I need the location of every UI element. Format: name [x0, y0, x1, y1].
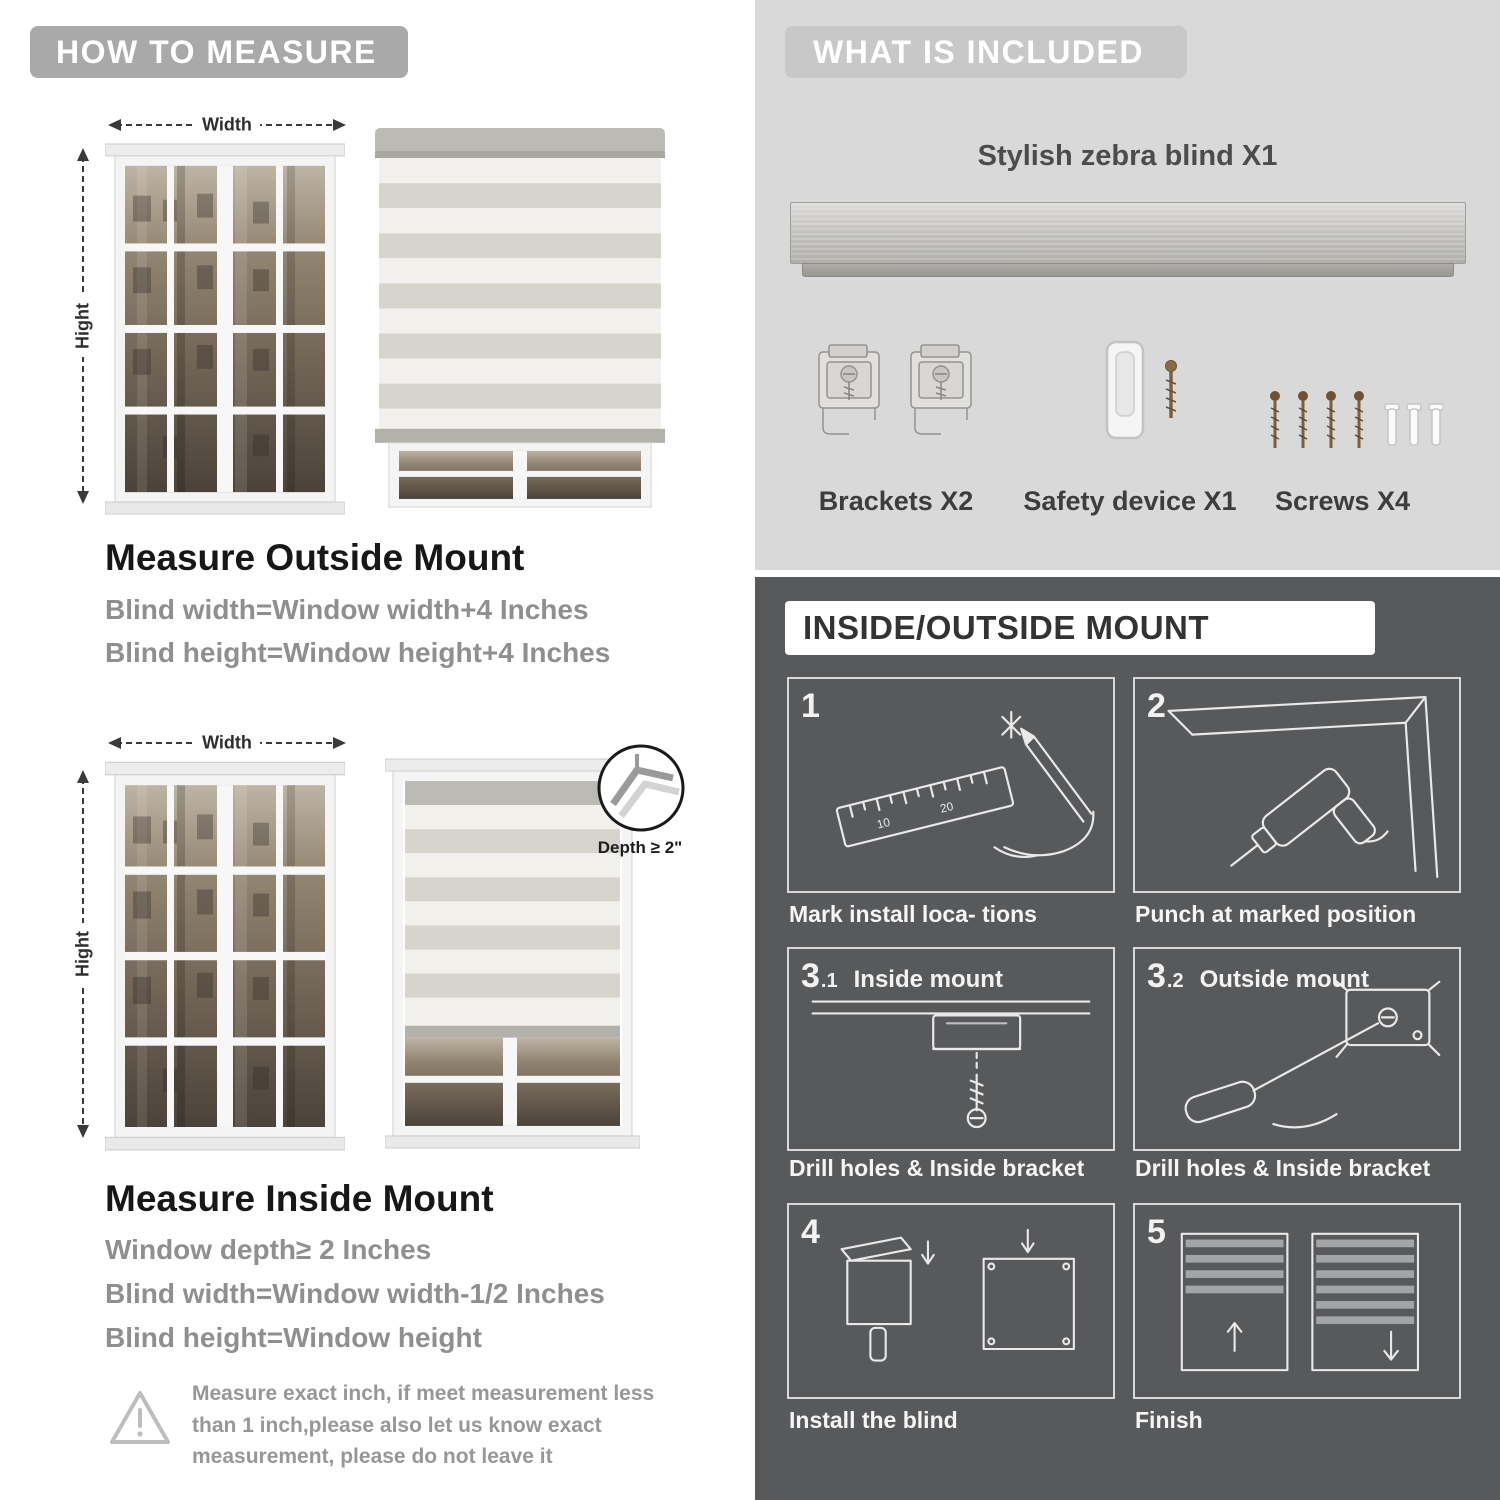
step-number: 4: [801, 1213, 820, 1251]
inside-depth-formula: Window depth≥ 2 Inches: [105, 1234, 432, 1265]
step-panel-3-1: 3 .1 Inside mount: [787, 947, 1115, 1151]
outside-mount-heading: Measure Outside Mount: [105, 537, 525, 578]
height-dimension-inside: Hight: [70, 768, 96, 1140]
install-blind-illustration: [840, 1228, 1075, 1362]
corner-depth-magnifier-icon: [597, 744, 685, 832]
step-panel-4: 4: [787, 1203, 1115, 1399]
inside-outside-mount-banner: INSIDE/OUTSIDE MOUNT: [785, 601, 1375, 655]
window-illustration-outside: [105, 143, 345, 515]
width-dimension-outside: Width: [106, 112, 348, 138]
svg-text:20: 20: [939, 799, 956, 816]
inside-width-formula: Blind width=Window width-1/2 Inches: [105, 1278, 605, 1309]
step-panel-5: 5: [1133, 1203, 1461, 1399]
step-number: 1: [801, 687, 820, 725]
mark-locations-illustration: 10 20: [835, 710, 1095, 858]
zebra-blind-illustration-outside: [375, 128, 665, 508]
step-panel-2: 2: [1133, 677, 1461, 893]
screws-label: Screws X4: [1274, 486, 1411, 516]
measurement-warning-text: Measure exact inch, if meet measurement …: [192, 1382, 655, 1468]
step-caption-4: Install the blind: [789, 1407, 958, 1433]
what-is-included-title: WHAT IS INCLUDED: [813, 33, 1144, 70]
how-to-measure-section: HOW TO MEASURE Width Hight: [30, 26, 685, 1468]
inside-outside-mount-title: INSIDE/OUTSIDE MOUNT: [803, 609, 1210, 646]
step-number: 3: [1147, 957, 1166, 995]
step-number: 5: [1147, 1213, 1166, 1251]
zebra-blind-headrail-illustration: [790, 202, 1466, 264]
zebra-blind-illustration-inside: [385, 758, 640, 1149]
svg-text:10: 10: [875, 815, 892, 832]
outside-width-formula: Blind width=Window width+4 Inches: [105, 594, 589, 625]
outside-height-formula: Blind height=Window height+4 Inches: [105, 637, 611, 668]
safety-device-icon: [1105, 340, 1177, 440]
step-caption-5: Finish: [1135, 1407, 1203, 1433]
inside-mount-heading: Measure Inside Mount: [105, 1178, 494, 1219]
step-caption-3-2: Drill holes & Inside bracket: [1135, 1155, 1431, 1181]
inside-bracket-illustration: [811, 1000, 1091, 1129]
depth-requirement-label: Depth ≥ 2": [597, 838, 683, 857]
step-caption-1: Mark install loca- tions: [789, 901, 1037, 927]
height-dimension-outside: Hight: [70, 146, 96, 506]
step-panel-1: 1 10 20: [787, 677, 1115, 893]
product-name-label: Stylish zebra blind X1: [977, 140, 1278, 172]
safety-device-label: Safety device X1: [1023, 486, 1237, 516]
what-is-included-banner: WHAT IS INCLUDED: [785, 26, 1187, 78]
step-panel-3-2: 3 .2 Outside mount: [1133, 947, 1461, 1151]
drill-illustration: [1167, 695, 1439, 878]
step-number: 3: [801, 957, 820, 995]
how-to-measure-banner: HOW TO MEASURE: [30, 26, 408, 78]
brackets-icon: [818, 344, 972, 435]
step-title: Inside mount: [853, 966, 1003, 993]
headrail-bottom-lip: [802, 263, 1454, 277]
step-caption-3-1: Drill holes & Inside bracket: [789, 1155, 1085, 1181]
step-title: Outside mount: [1199, 966, 1369, 993]
width-label: Width: [194, 114, 260, 136]
step-number: 2: [1147, 687, 1166, 725]
inside-outside-mount-section: INSIDE/OUTSIDE MOUNT 1 10 20: [755, 577, 1500, 1500]
warning-triangle-icon: [110, 1391, 170, 1444]
what-is-included-section: WHAT IS INCLUDED Stylish zebra blind X1: [755, 0, 1500, 570]
inside-height-formula: Blind height=Window height: [105, 1322, 482, 1353]
how-to-measure-title: HOW TO MEASURE: [56, 33, 377, 70]
screws-icon: [1270, 391, 1443, 448]
width-dimension-inside: Width: [106, 730, 348, 756]
height-label: Hight: [72, 295, 94, 357]
height-label: Hight: [72, 923, 94, 985]
step-caption-2: Punch at marked position: [1135, 901, 1417, 927]
window-illustration-inside: [105, 761, 345, 1151]
outside-bracket-illustration: [1184, 978, 1441, 1129]
finish-illustration: [1180, 1232, 1420, 1372]
brackets-label: Brackets X2: [818, 486, 974, 516]
width-label: Width: [194, 732, 260, 754]
